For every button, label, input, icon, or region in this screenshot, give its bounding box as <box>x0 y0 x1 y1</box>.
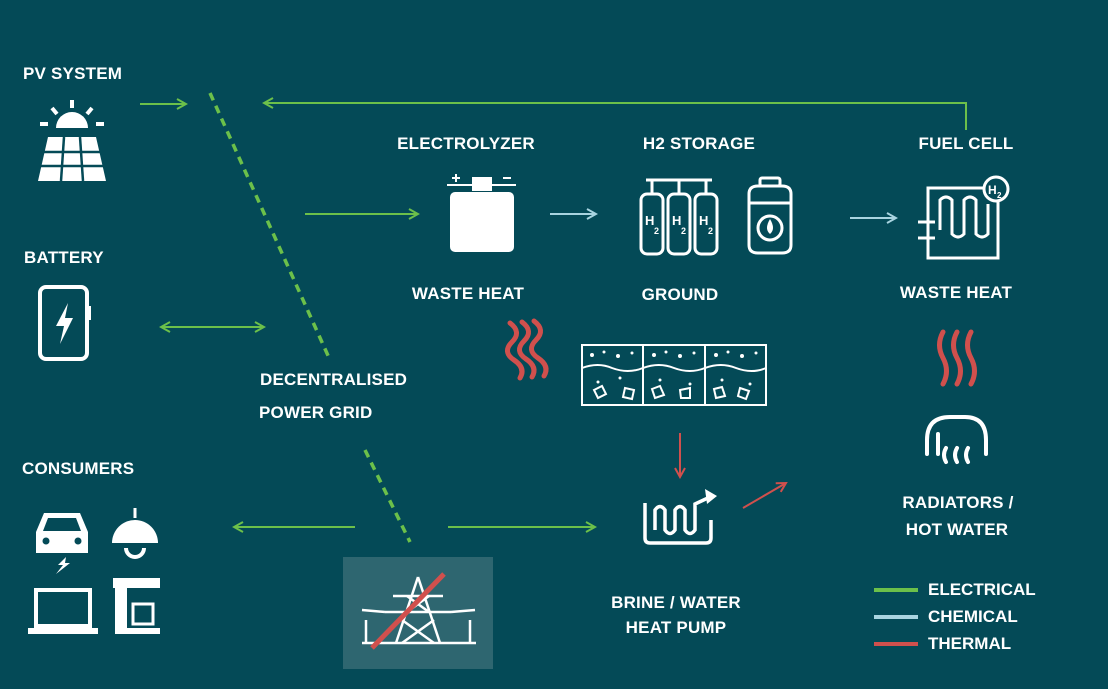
decentralised-grid-line <box>208 92 412 543</box>
legend-label-thermal: THERMAL <box>928 634 1012 653</box>
consumers-label: CONSUMERS <box>22 459 135 478</box>
heatpump-label-line2: HEAT PUMP <box>625 618 727 637</box>
hydrogen-cylinders-icon: H H H 2 2 2 <box>639 176 793 256</box>
laptop-icon <box>28 588 98 634</box>
fuel-cell-icon: H 2 <box>918 175 1010 260</box>
fuelcell-to-grid-arrow <box>264 103 967 130</box>
electrical-flows <box>140 103 967 527</box>
electrolyzer-icon <box>447 174 516 252</box>
svg-text:H: H <box>988 183 997 197</box>
legend-label-chemical: CHEMICAL <box>928 607 1018 626</box>
heatpump-to-radiators-arrow <box>742 483 786 509</box>
electrolyzer-label: ELECTROLYZER <box>397 134 535 153</box>
legend-swatch-electrical <box>874 588 918 592</box>
legend-swatch-chemical <box>874 615 918 619</box>
solar-panel-icon <box>38 100 106 182</box>
legend-item-thermal: THERMAL <box>874 634 1011 654</box>
pv-system-label: PV SYSTEM <box>23 64 123 83</box>
heatpump-label-line1: BRINE / WATER <box>611 593 741 612</box>
consumers-icons <box>28 508 160 634</box>
waste-heat-left-label: WASTE HEAT <box>411 284 525 303</box>
svg-text:2: 2 <box>681 226 686 236</box>
fuel-cell-label: FUEL CELL <box>918 134 1014 153</box>
chemical-flows <box>550 214 896 218</box>
coffee-machine-icon <box>113 578 160 634</box>
gas-tank-icon <box>747 176 793 255</box>
heat-waves-right-icon <box>937 329 977 387</box>
grid-label-line2: POWER GRID <box>259 403 373 422</box>
cross-out-line <box>370 572 446 650</box>
svg-text:2: 2 <box>654 226 659 236</box>
radiator-icon <box>925 415 988 464</box>
grid-label-line1: DECENTRALISED <box>260 370 408 389</box>
waste-heat-right-label: WASTE HEAT <box>899 283 1013 302</box>
ground-label: GROUND <box>641 285 719 304</box>
grid-box <box>343 557 493 669</box>
svg-text:H: H <box>672 213 681 228</box>
power-pylon-crossed-icon <box>361 576 476 645</box>
legend-item-electrical: ELECTRICAL <box>874 580 1036 600</box>
thermal-flows <box>680 433 786 509</box>
heat-pump-icon <box>643 489 717 545</box>
radiators-label-line2: HOT WATER <box>905 520 1009 539</box>
svg-text:2: 2 <box>997 191 1002 200</box>
battery-label: BATTERY <box>24 248 104 267</box>
battery-icon <box>38 285 91 361</box>
svg-text:2: 2 <box>708 226 713 236</box>
ground-layer-icon <box>581 344 767 406</box>
heat-waves-left-icon <box>505 318 549 381</box>
h2-storage-label: H2 STORAGE <box>642 134 756 153</box>
electric-car-icon <box>36 513 88 574</box>
svg-text:H: H <box>645 213 654 228</box>
legend-item-chemical: CHEMICAL <box>874 607 1018 627</box>
radiators-label-line1: RADIATORS / <box>902 493 1014 512</box>
lamp-icon <box>112 508 158 559</box>
legend-label-electrical: ELECTRICAL <box>928 580 1036 599</box>
legend-swatch-thermal <box>874 642 918 646</box>
svg-text:H: H <box>699 213 708 228</box>
